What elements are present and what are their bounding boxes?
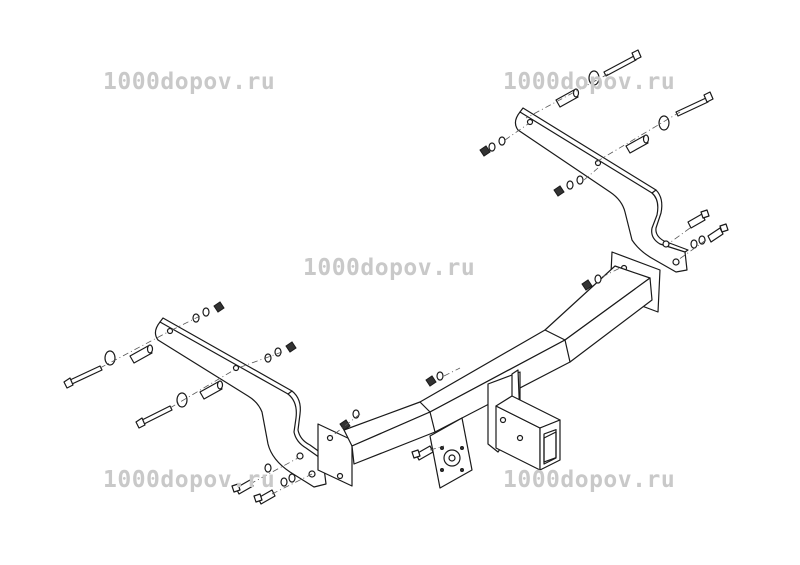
socket-plate-bolt xyxy=(411,445,434,461)
right-washer-top xyxy=(588,70,600,86)
watermark-top-left: 1000dopov.ru xyxy=(103,69,276,95)
watermark-bottom-right: 1000dopov.ru xyxy=(503,467,676,493)
watermark-bottom-left: 1000dopov.ru xyxy=(103,467,276,493)
right-spacer-tube-mid xyxy=(625,134,650,154)
socket-mounting-plate xyxy=(429,417,473,489)
assembly-centerlines xyxy=(99,73,707,495)
hitch-receiver xyxy=(487,369,561,471)
left-washer-top xyxy=(104,350,116,366)
watermark-top-right: 1000dopov.ru xyxy=(503,69,676,95)
right-lower-nuts xyxy=(581,235,706,291)
watermark-center: 1000dopov.ru xyxy=(303,255,476,281)
right-bolt-long-mid xyxy=(675,91,714,117)
right-short-bolts xyxy=(687,209,729,243)
left-nuts-mid xyxy=(264,341,297,363)
left-spacer-tube-mid xyxy=(199,380,224,400)
right-washer-mid xyxy=(658,115,670,131)
left-washer-mid xyxy=(176,392,188,408)
left-mounting-bracket xyxy=(154,317,329,488)
right-spacer-tube-top xyxy=(555,88,580,108)
main-crossbar-beam xyxy=(317,251,661,487)
left-nuts-top xyxy=(192,301,225,323)
right-nuts-mid xyxy=(553,175,584,197)
right-mounting-bracket xyxy=(514,107,689,273)
left-short-bolts xyxy=(231,479,276,505)
left-lower-nuts xyxy=(264,463,296,487)
left-spacer-tube-top xyxy=(129,344,154,364)
right-bolt-long-top xyxy=(603,49,642,77)
left-bolt-long-mid xyxy=(135,405,173,429)
right-nuts-top xyxy=(479,136,506,157)
left-bolt-long-top xyxy=(63,365,103,389)
